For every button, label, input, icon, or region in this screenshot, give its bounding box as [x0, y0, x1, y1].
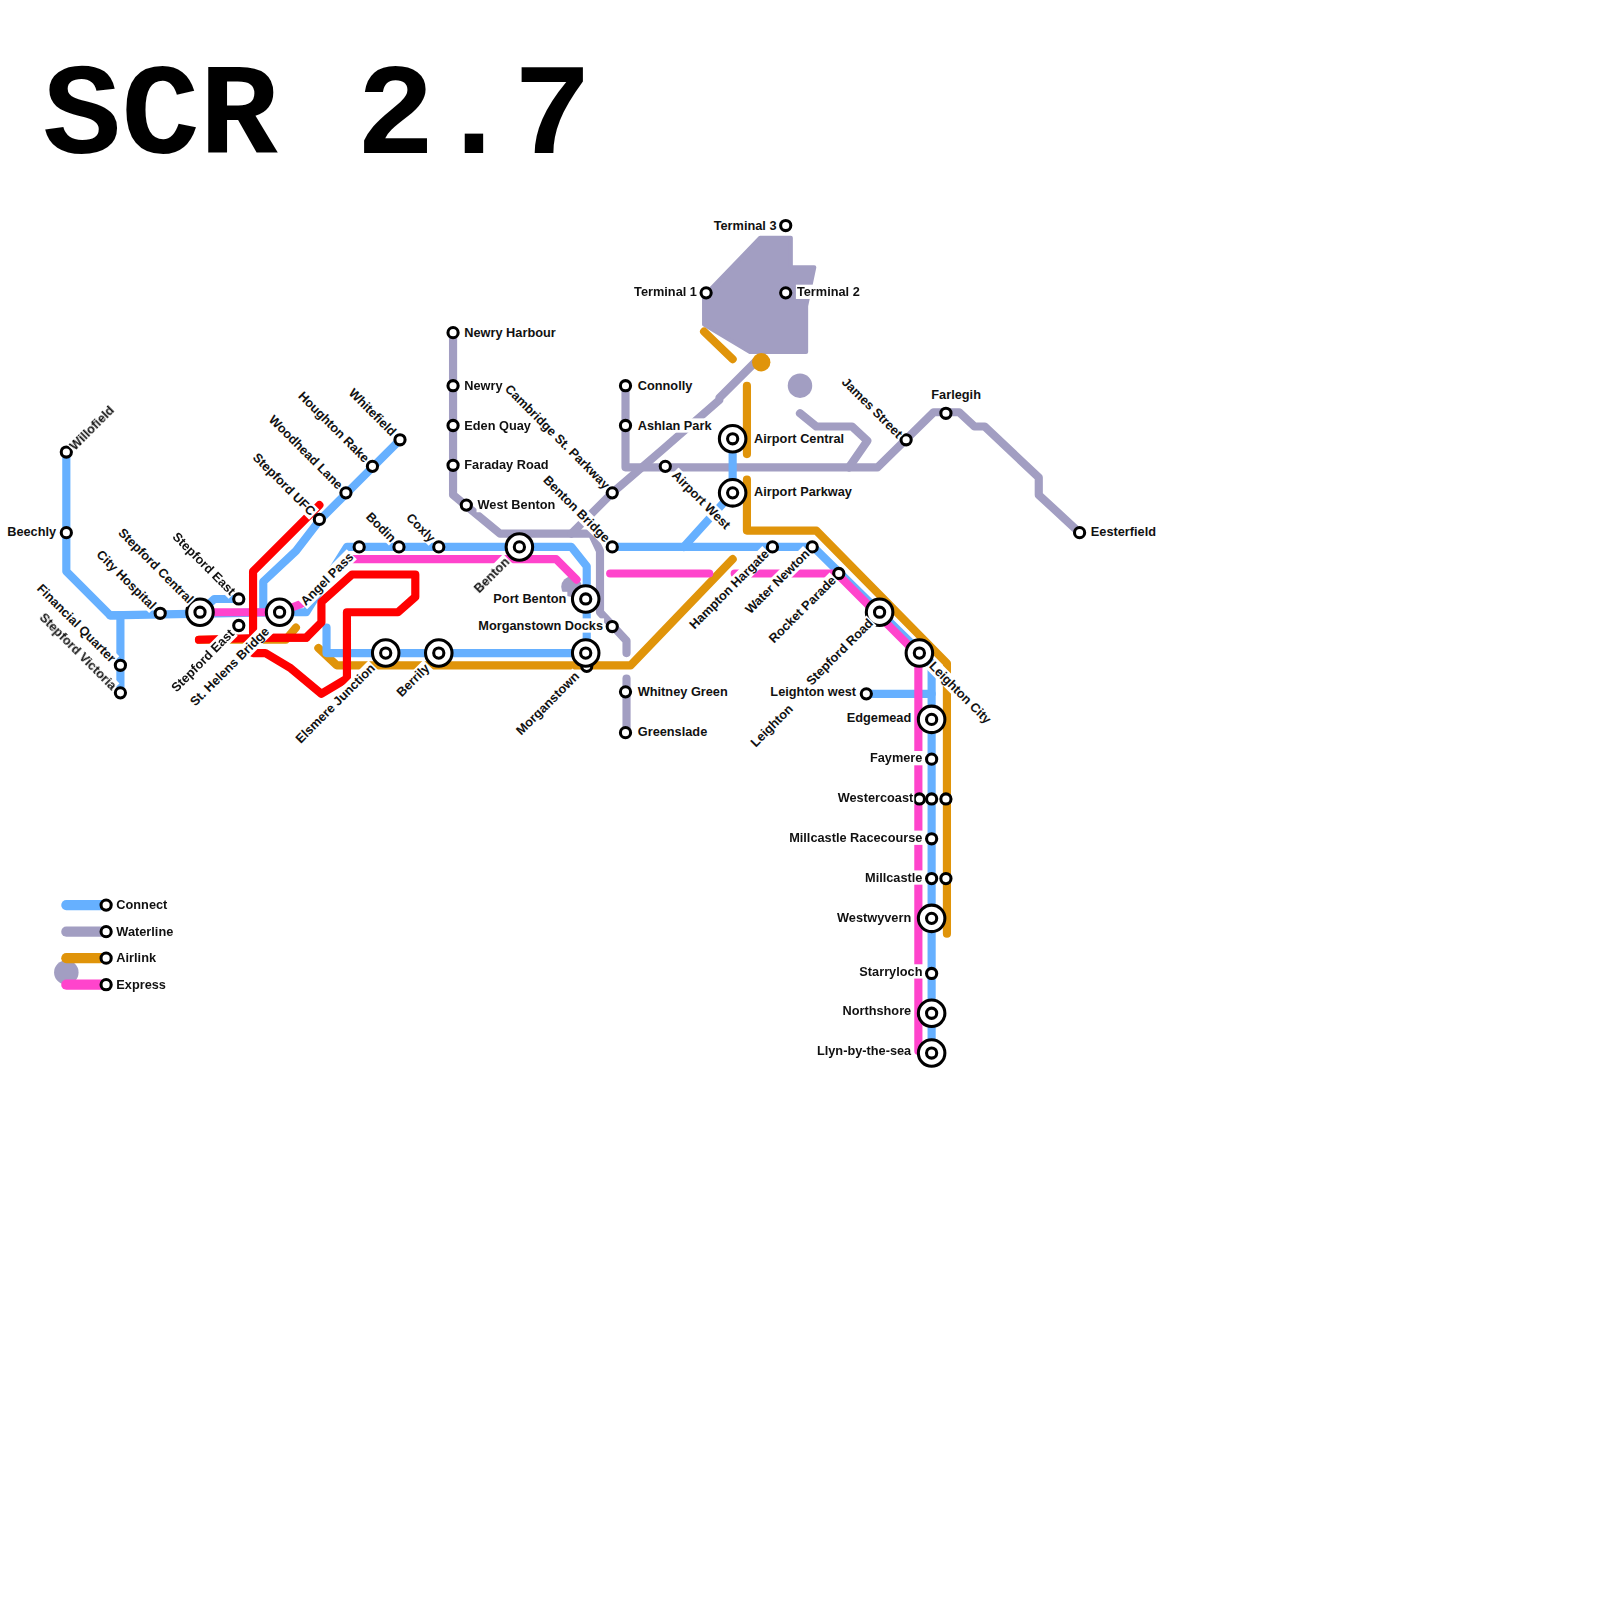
- station-label: Terminal 2: [796, 285, 861, 299]
- station-label: Leighton west: [769, 685, 857, 699]
- legend-station: [101, 953, 111, 963]
- station-label: Willofield: [66, 402, 118, 454]
- station-label: Farlegih: [930, 388, 982, 402]
- station-label: Westercoast: [837, 791, 915, 805]
- station-label: Northshore: [841, 1004, 912, 1018]
- station-label: Eden Quay: [463, 418, 532, 432]
- map-title: SCR 2.7: [43, 53, 592, 184]
- station-label: Airport Parkway: [753, 485, 853, 499]
- station-label: Coxly: [403, 510, 439, 546]
- station-label: Llyn-by-the-sea: [816, 1044, 912, 1058]
- station-label: Westwyvern: [836, 911, 912, 925]
- station-label: Port Benton: [492, 592, 567, 606]
- legend-swatch: [61, 953, 106, 963]
- legend-station: [101, 900, 111, 910]
- legend-text: Connect: [115, 898, 168, 912]
- station-label: James Street: [838, 374, 906, 442]
- station-label: Terminal 3: [713, 218, 778, 232]
- legend-marker: [99, 951, 113, 965]
- station-label: Edgemead: [846, 711, 913, 725]
- station-label: Millcastle: [864, 870, 923, 884]
- station-label: West Benton: [477, 498, 557, 512]
- station-label: Faymere: [869, 751, 924, 765]
- station-label: Stepford Road: [803, 615, 877, 689]
- station-label: Cambridge St. Parkway: [501, 381, 613, 493]
- legend-marker: [99, 978, 113, 992]
- legend-text: Waterline: [115, 924, 174, 938]
- legend-text: Express: [115, 978, 167, 992]
- station-label: Eesterfield: [1090, 524, 1157, 538]
- legend-text: Airlink: [115, 951, 157, 965]
- legend-swatch: [61, 927, 106, 937]
- station-label: Airport Central: [753, 432, 845, 446]
- station-label: Connolly: [637, 379, 694, 393]
- station-label: Bodin: [362, 509, 399, 546]
- legend-swatch: [61, 980, 106, 990]
- station-label: Starryloch: [858, 964, 923, 978]
- station-label: Newry: [463, 379, 503, 393]
- legend-marker: [99, 898, 113, 912]
- station-label: Newry Harbour: [463, 326, 556, 340]
- station-label: Millcastle Racecourse: [788, 831, 923, 845]
- station-label: Beechly: [6, 524, 57, 538]
- station-label: Ashlan Park: [637, 418, 713, 432]
- station-label: Elsmere Junction: [292, 660, 379, 747]
- station-label: Greenslade: [637, 724, 709, 738]
- station-label: Faraday Road: [463, 458, 549, 472]
- station-label: Terminal 1: [633, 285, 698, 299]
- legend-marker: [99, 924, 113, 938]
- legend-swatch: [61, 900, 106, 910]
- legend-station: [101, 980, 111, 990]
- station-label: Morganstown Docks: [477, 618, 604, 632]
- station-label: Whitney Green: [637, 685, 729, 699]
- station-label: Leighton: [747, 701, 797, 751]
- station-label: Morganstown: [512, 668, 582, 738]
- station-label: Whitefield: [345, 385, 400, 440]
- legend-station: [101, 927, 111, 937]
